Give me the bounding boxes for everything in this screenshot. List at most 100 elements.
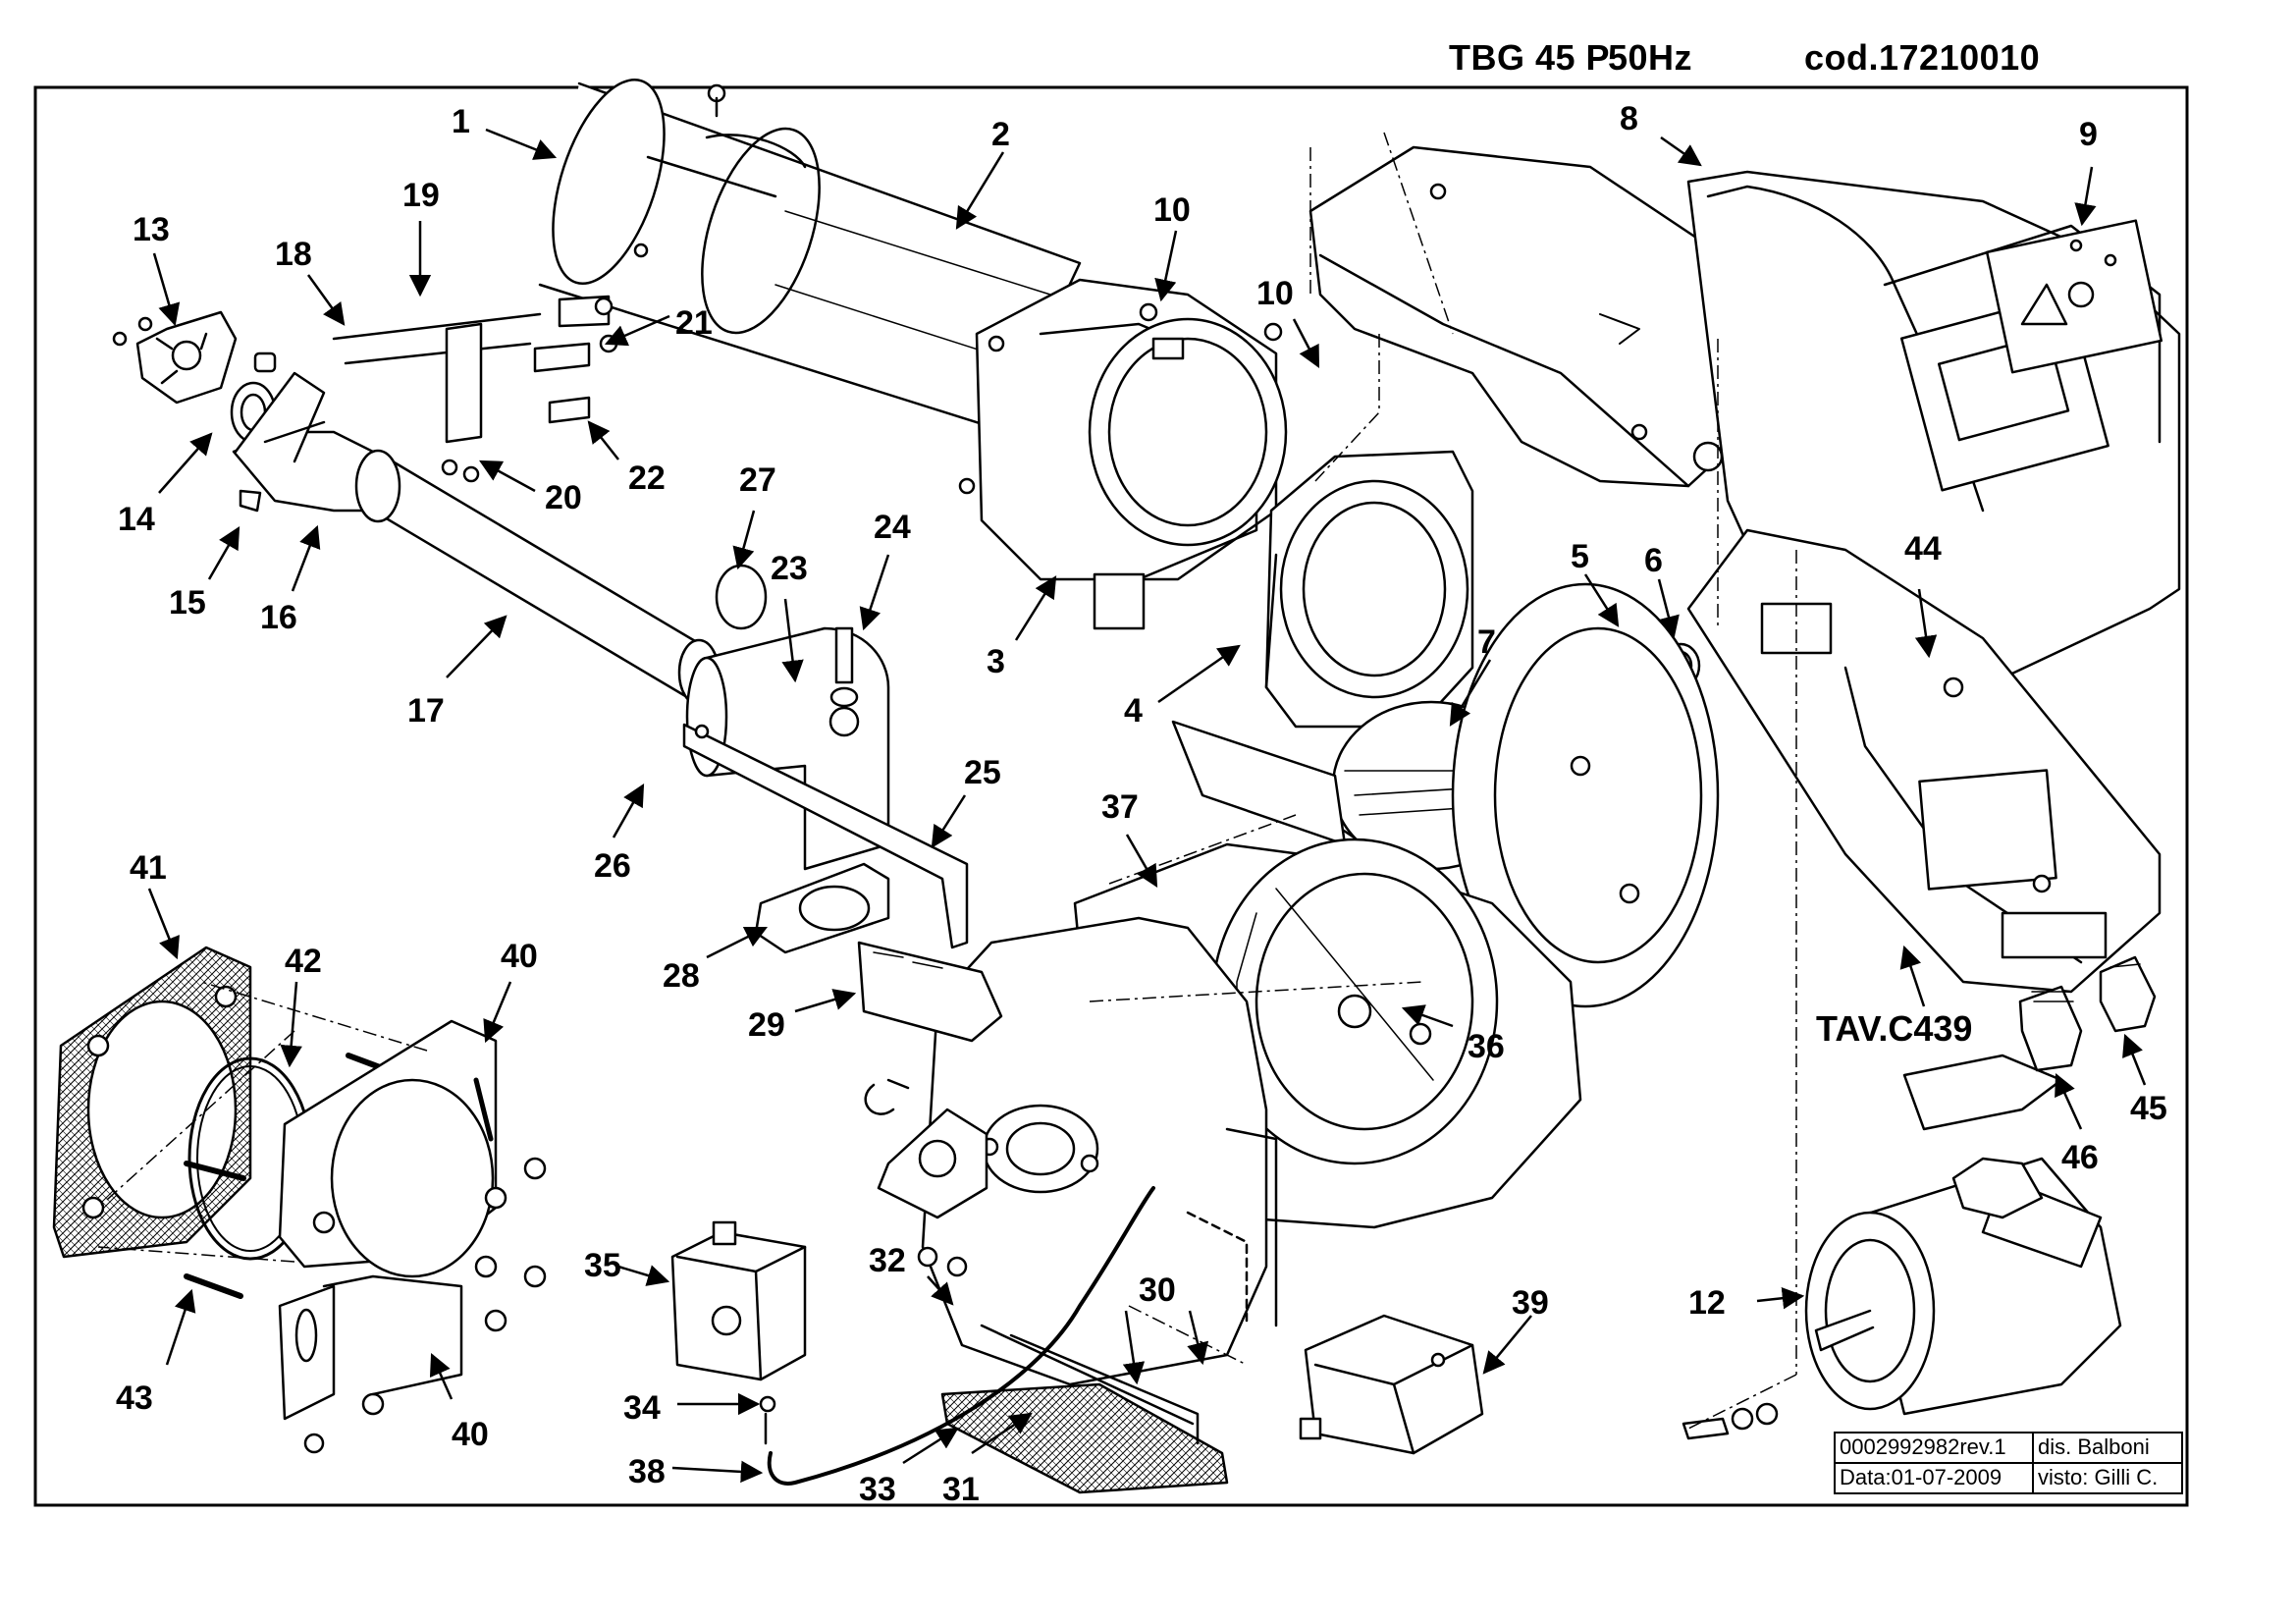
drawing-number: 0002992982rev.1: [1840, 1434, 2006, 1459]
drawing-frame: [33, 85, 2189, 1507]
callout-10b: 10: [1256, 275, 1294, 312]
checked-by: visto: Gilli C.: [2038, 1465, 2159, 1489]
callout-19: 19: [402, 177, 440, 214]
solenoid-coil: [670, 1108, 1155, 1486]
callout-8: 8: [1620, 100, 1638, 137]
leader-15: [207, 526, 240, 580]
leader-13: [152, 252, 181, 327]
leader-8: [1660, 135, 1702, 167]
callout-44: 44: [1904, 530, 1942, 568]
callout-17: 17: [407, 692, 445, 730]
title-block: 0002992982rev.1 dis. Balboni Data:01-07-…: [1834, 1432, 2183, 1494]
callout-9: 9: [2079, 116, 2098, 153]
callout-31: 31: [942, 1471, 980, 1508]
leader-10b: [1292, 318, 1320, 368]
leader-35: [617, 1265, 670, 1286]
callout-33: 33: [859, 1471, 896, 1508]
leader-6: [1657, 578, 1680, 639]
leader-46: [2055, 1072, 2083, 1130]
callout-24: 24: [874, 509, 911, 546]
callout-30: 30: [1139, 1271, 1176, 1309]
leader-44: [1914, 588, 1938, 659]
leader-16: [291, 524, 321, 592]
callout-4: 4: [1124, 692, 1143, 730]
gasket-41: [52, 946, 252, 1259]
callout-43: 43: [116, 1380, 153, 1417]
leader-3: [1014, 575, 1057, 641]
callout-6: 6: [1644, 542, 1663, 579]
leader-14: [158, 432, 213, 494]
callout-35: 35: [584, 1247, 621, 1284]
leader-37: [1125, 834, 1158, 888]
callout-16: 16: [260, 599, 297, 636]
callout-37: 37: [1101, 788, 1139, 826]
leader-36: [1401, 1004, 1454, 1028]
callout-28: 28: [663, 957, 700, 995]
mounting-strip-25: [682, 723, 969, 949]
fan-motor: [1682, 1054, 2122, 1440]
leader-20: [479, 460, 536, 493]
adapter-plate: [1264, 450, 1474, 729]
callout-32: 32: [869, 1242, 906, 1279]
mounting-flange-40: [278, 1019, 547, 1454]
leader-39: [1482, 1315, 1532, 1375]
callout-3: 3: [987, 643, 1005, 680]
table-reference: TAV.C439: [1816, 1008, 1972, 1049]
designer: dis. Balboni: [2038, 1434, 2150, 1459]
leader-40a: [483, 981, 512, 1044]
callout-labels: 1 2 3 4 5 6 7 8 9 10 10 12 13 14 15 16 1…: [116, 100, 2167, 1508]
callout-25: 25: [964, 754, 1001, 791]
bracket-29: [857, 941, 1003, 1043]
callout-1: 1: [452, 103, 470, 140]
leader-4: [1157, 644, 1241, 704]
leader-43: [165, 1288, 196, 1366]
header-code: cod.17210010: [1804, 37, 2041, 78]
callout-36: 36: [1468, 1028, 1505, 1065]
flange-gasket-28: [754, 862, 890, 954]
leader-2: [955, 151, 1005, 230]
callout-42: 42: [285, 943, 322, 980]
leader-31: [971, 1412, 1033, 1455]
leader-25: [931, 794, 967, 848]
callout-14: 14: [118, 501, 155, 538]
callout-46: 46: [2061, 1139, 2099, 1176]
callout-7: 7: [1477, 623, 1496, 661]
callout-10a: 10: [1153, 191, 1191, 229]
leader-17: [446, 615, 507, 678]
leader-18: [306, 274, 346, 326]
callout-20: 20: [545, 479, 582, 516]
blast-tube: [538, 78, 1082, 432]
leader-45: [2122, 1033, 2147, 1086]
leader-40b: [429, 1352, 454, 1400]
callout-45: 45: [2130, 1090, 2167, 1127]
callout-18: 18: [275, 236, 312, 273]
callout-2: 2: [991, 116, 1010, 153]
callout-21: 21: [675, 304, 713, 342]
callout-5: 5: [1571, 538, 1589, 575]
callout-38: 38: [628, 1453, 666, 1490]
leader-29: [794, 989, 857, 1013]
burner-cover: [1308, 145, 1749, 488]
header-frequency: 50Hz: [1608, 37, 1693, 78]
leader-32: [927, 1275, 954, 1306]
callout-23: 23: [771, 550, 808, 587]
connector-46: [2018, 985, 2083, 1072]
callout-15: 15: [169, 584, 206, 622]
leader-30b: [1187, 1310, 1209, 1366]
leader-27: [732, 510, 756, 570]
callout-13: 13: [133, 211, 170, 248]
diffuser-disc: [112, 310, 277, 513]
leader-7: [1449, 659, 1492, 727]
leader-21: [604, 314, 670, 347]
burner-head-flange: [958, 278, 1288, 630]
leader-9: [2074, 166, 2097, 227]
callout-12: 12: [1688, 1284, 1726, 1322]
leader-5: [1583, 573, 1620, 627]
callout-27: 27: [739, 461, 776, 499]
header-model: TBG 45 P: [1449, 37, 1611, 78]
leader-28: [706, 926, 769, 959]
leader-22: [587, 420, 619, 460]
callout-40a: 40: [501, 938, 538, 975]
fan-back-plate: [1451, 582, 1720, 1008]
